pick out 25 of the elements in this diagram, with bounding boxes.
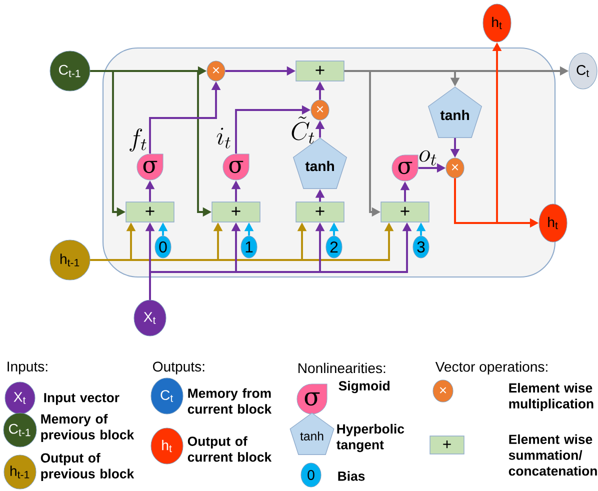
- legend-heading: Vector operations:: [435, 361, 548, 375]
- legend-text: Element wise multiplication: [509, 382, 594, 412]
- legend-text: Memory of previous block: [41, 414, 134, 442]
- gate-label: $f_t$: [130, 128, 146, 152]
- sigmoid-drop: σ: [392, 154, 418, 182]
- sum-box: +: [380, 202, 430, 222]
- legend-text: Sigmoid: [338, 380, 390, 394]
- sum-box: +: [296, 202, 344, 222]
- sum-box: +: [296, 60, 344, 82]
- legend-text: Memory from current block: [188, 388, 272, 414]
- sigmoid-drop: σ: [222, 154, 250, 180]
- gate-label: $o_t$: [420, 150, 436, 166]
- legend-text: Output of current block: [188, 436, 272, 462]
- sum-box: +: [126, 202, 174, 222]
- legend-heading: Outputs:: [153, 362, 204, 374]
- legend-text: Input vector: [44, 393, 120, 405]
- legend-text: Element wise summation/ concatenation: [508, 434, 597, 476]
- legend-text: Hyperbolic tangent: [336, 424, 404, 452]
- sum-box: +: [212, 202, 260, 222]
- gate-label: $i_t$: [216, 128, 230, 148]
- legend-text: Output of previous block: [40, 452, 134, 482]
- legend-text: Bias: [338, 471, 365, 481]
- legend-heading: Inputs:: [8, 362, 48, 374]
- sigmoid-drop: σ: [136, 154, 164, 180]
- legend-heading: Nonlinearities:: [298, 362, 386, 374]
